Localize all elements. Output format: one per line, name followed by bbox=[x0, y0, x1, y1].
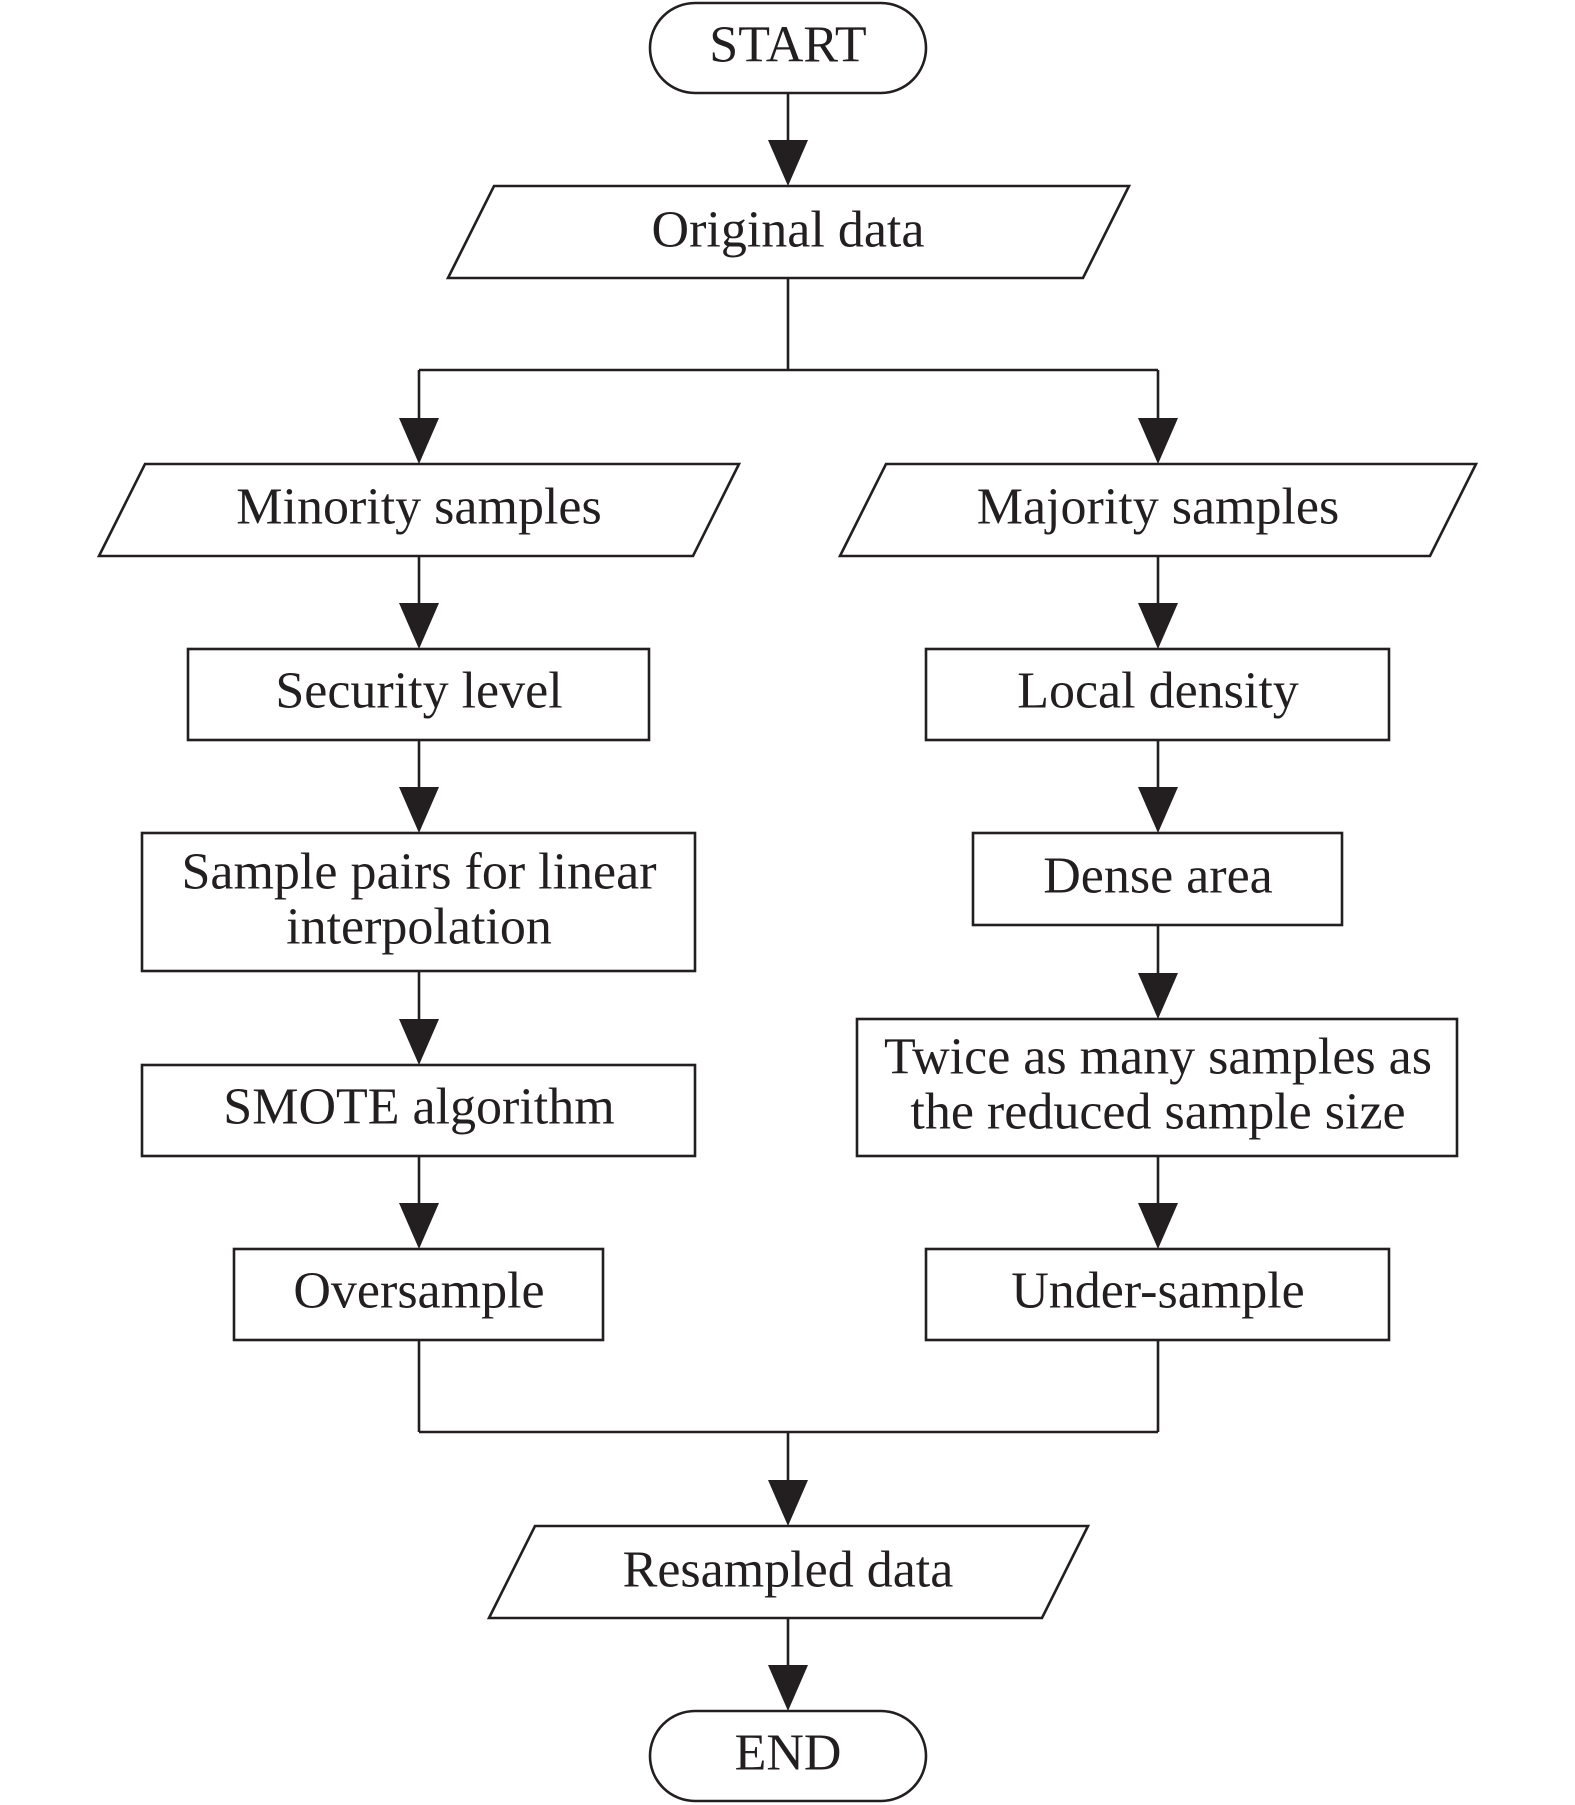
resampled-data-io-shape bbox=[486, 1524, 1091, 1620]
arrowhead-oversample bbox=[399, 1203, 439, 1249]
node-majority-samples: Majority samples bbox=[837, 462, 1479, 558]
arrowhead-majority-samples bbox=[1138, 418, 1178, 464]
sample-pairs-process-shape bbox=[140, 831, 697, 973]
node-original-data: Original data bbox=[445, 184, 1132, 280]
node-local-density: Local density bbox=[924, 647, 1391, 742]
arrowhead-original-data bbox=[768, 140, 808, 186]
node-minority-samples: Minority samples bbox=[96, 462, 742, 558]
node-twice-as-many: Twice as many samples as the reduced sam… bbox=[855, 1017, 1459, 1158]
node-oversample: Oversample bbox=[232, 1247, 605, 1342]
twice-as-many-label-line-1: Twice as many samples as bbox=[884, 1029, 1432, 1086]
original-data-io-shape bbox=[445, 184, 1132, 280]
minority-samples-io-shape bbox=[96, 462, 742, 558]
end-label: END bbox=[735, 1725, 842, 1782]
oversample-label: Oversample bbox=[293, 1263, 544, 1320]
node-dense-area: Dense area bbox=[971, 831, 1344, 927]
local-density-process-shape bbox=[924, 647, 1391, 742]
arrowhead-security-level bbox=[399, 603, 439, 649]
dense-area-process-shape bbox=[971, 831, 1344, 927]
start-label: START bbox=[709, 17, 866, 74]
resampled-data-label: Resampled data bbox=[623, 1542, 954, 1599]
node-start: START bbox=[648, 1, 928, 95]
security-level-label: Security level bbox=[275, 663, 562, 720]
connector-original-split bbox=[417, 278, 1160, 428]
twice-as-many-process-shape bbox=[855, 1017, 1459, 1158]
smote-algorithm-label: SMOTE algorithm bbox=[223, 1079, 614, 1136]
arrowhead-smote-algorithm bbox=[399, 1019, 439, 1065]
smote-algorithm-process-shape bbox=[140, 1063, 697, 1158]
dense-area-label: Dense area bbox=[1043, 848, 1273, 905]
arrowhead-end bbox=[768, 1665, 808, 1711]
arrowhead-sample-pairs bbox=[399, 787, 439, 833]
sample-pairs-label-line-2: interpolation bbox=[286, 899, 552, 956]
oversample-process-shape bbox=[232, 1247, 605, 1342]
connector-merge-to-resampled bbox=[417, 1340, 1160, 1490]
under-sample-label: Under-sample bbox=[1011, 1263, 1305, 1320]
node-smote-algorithm: SMOTE algorithm bbox=[140, 1063, 697, 1158]
connectors bbox=[399, 93, 1178, 1711]
security-level-process-shape bbox=[186, 647, 651, 742]
arrowhead-local-density bbox=[1138, 603, 1178, 649]
minority-samples-label: Minority samples bbox=[236, 479, 601, 536]
node-end: END bbox=[648, 1709, 928, 1803]
node-security-level: Security level bbox=[186, 647, 651, 742]
arrowhead-minority-samples bbox=[399, 418, 439, 464]
sample-pairs-label-line-1: Sample pairs for linear bbox=[181, 844, 656, 901]
twice-as-many-label-line-2: the reduced sample size bbox=[910, 1084, 1405, 1141]
arrowhead-dense-area bbox=[1138, 787, 1178, 833]
node-under-sample: Under-sample bbox=[924, 1247, 1391, 1342]
under-sample-process-shape bbox=[924, 1247, 1391, 1342]
original-data-label: Original data bbox=[652, 202, 925, 259]
node-resampled-data: Resampled data bbox=[486, 1524, 1091, 1620]
majority-samples-io-shape bbox=[837, 462, 1479, 558]
arrowhead-under-sample bbox=[1138, 1203, 1178, 1249]
node-sample-pairs: Sample pairs for linear interpolation bbox=[140, 831, 697, 973]
local-density-label: Local density bbox=[1017, 663, 1299, 720]
arrowhead-resampled-data bbox=[768, 1480, 808, 1526]
majority-samples-label: Majority samples bbox=[977, 479, 1340, 536]
arrowhead-twice-as-many bbox=[1138, 973, 1178, 1019]
